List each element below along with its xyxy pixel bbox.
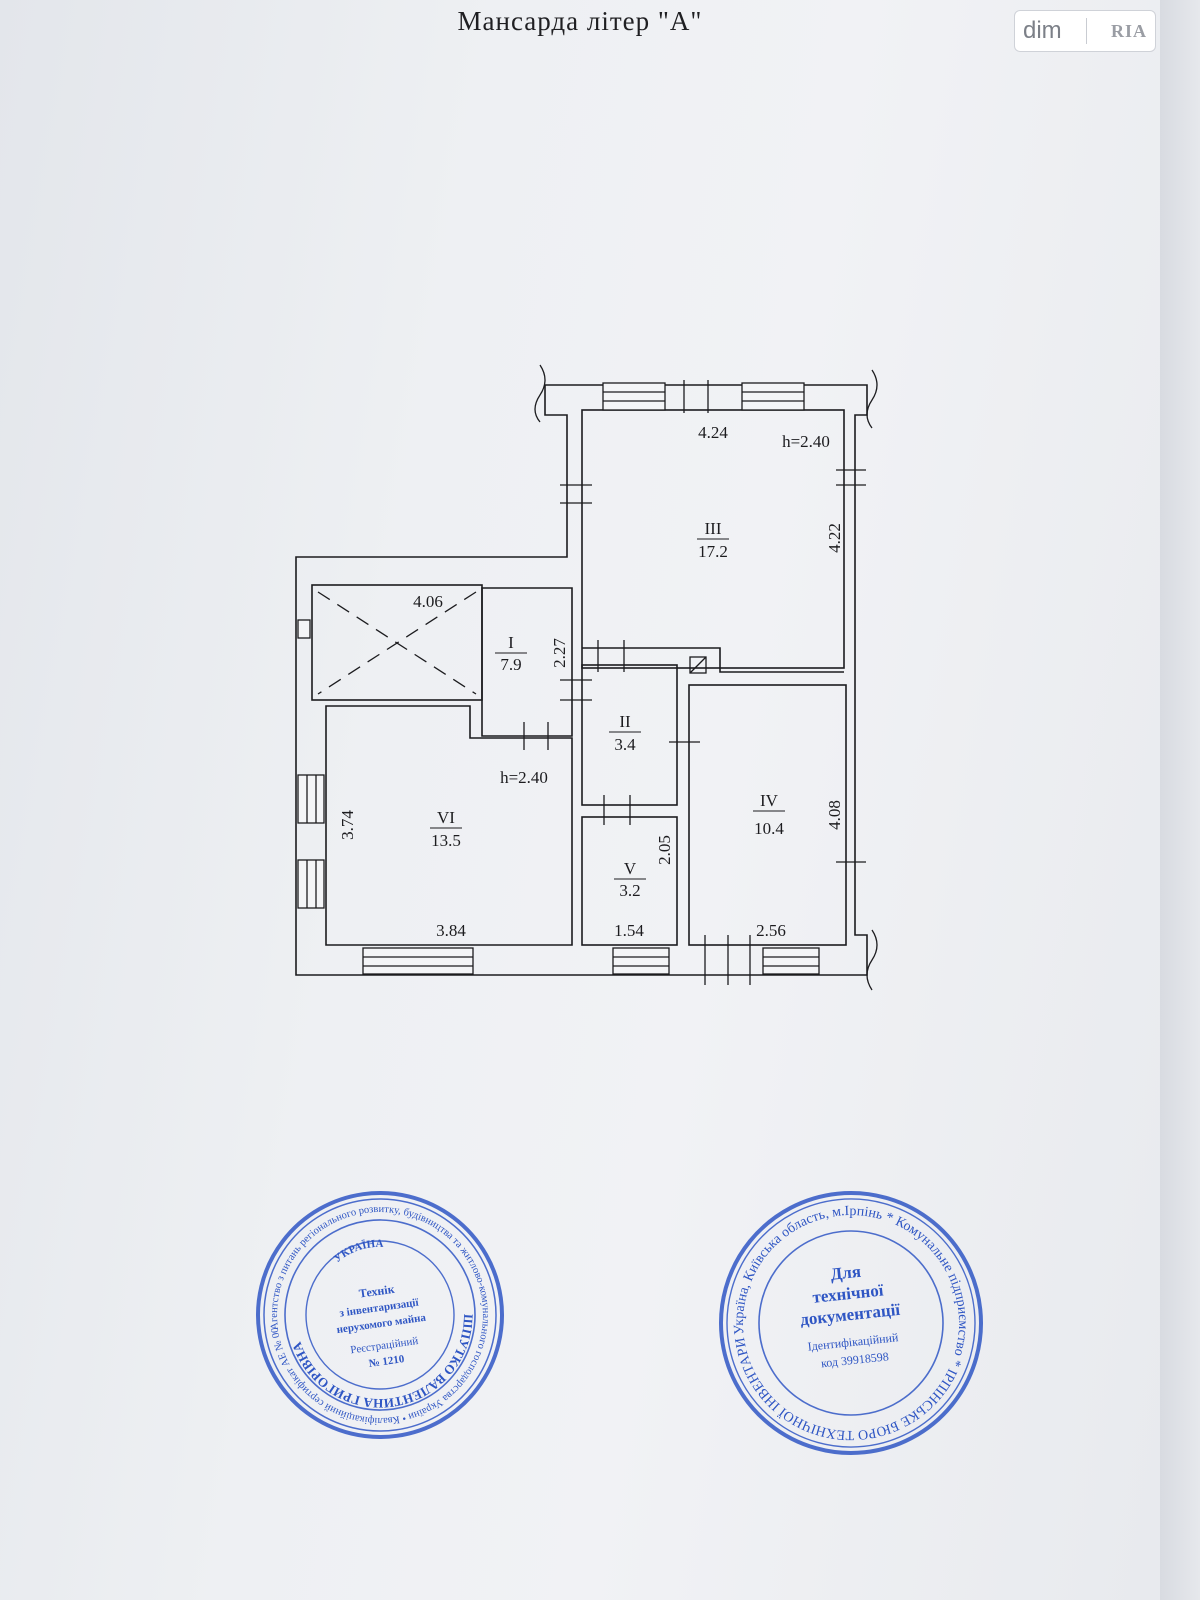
room-iv-outline <box>688 684 847 946</box>
room-iii-number: III <box>705 519 722 538</box>
window-left-upper <box>297 774 325 824</box>
room-labels: III 17.2 I 7.9 II 3.4 IV 10.4 V 3.2 VI 1… <box>430 519 785 900</box>
floor-plan: III 17.2 I 7.9 II 3.4 IV 10.4 V 3.2 VI 1… <box>295 364 878 991</box>
dim-room3-height: h=2.40 <box>782 432 830 451</box>
left-stamp-line1: Технік <box>358 1282 395 1301</box>
window-stair <box>297 619 311 639</box>
dim-stair-width: 4.06 <box>413 592 443 611</box>
window-top-right <box>741 382 805 411</box>
dim-room6-depth: 3.74 <box>338 810 357 840</box>
room-vi-area: 13.5 <box>431 831 461 850</box>
right-stamp-line1: Для <box>830 1262 862 1284</box>
windows <box>297 382 820 975</box>
left-stamp-country: УКРАЇНА <box>330 1236 387 1266</box>
inner-wall-iii <box>582 647 844 673</box>
left-stamp-line4: Реєстраційний <box>350 1335 419 1356</box>
window-bottom-v <box>612 947 670 975</box>
room-ii-area: 3.4 <box>614 735 636 754</box>
left-stamp-line5: № 1210 <box>368 1353 406 1370</box>
dim-room5-depth: 2.05 <box>655 835 674 865</box>
document-sheet <box>0 0 1161 1600</box>
window-top-left <box>602 382 666 411</box>
vent-shaft <box>689 656 707 674</box>
logo-ria-text: RIA <box>1110 20 1147 41</box>
room-iv-area: 10.4 <box>754 819 784 838</box>
break-marks <box>534 364 878 991</box>
logo-dim-text: dim <box>1023 17 1062 44</box>
dimension-labels: 4.24 h=2.40 4.22 4.06 2.27 h=2.40 3.74 3… <box>338 423 844 940</box>
dim-room3-depth: 4.22 <box>825 523 844 553</box>
technician-stamp: Агентство з питань регіонального розвитк… <box>250 1185 505 1444</box>
room-i-area: 7.9 <box>500 655 521 674</box>
room-ii-number: II <box>619 712 631 731</box>
right-stamp-line5: код 39918598 <box>820 1349 889 1370</box>
room-i-number: I <box>508 633 514 652</box>
dim-room3-width: 4.24 <box>698 423 728 442</box>
window-bottom-vi <box>362 947 474 975</box>
room-iii-outline <box>581 409 845 669</box>
door-marks <box>523 380 866 985</box>
room-iv-number: IV <box>760 791 779 810</box>
sheet-edge <box>1160 0 1200 1600</box>
dim-room6-height: h=2.40 <box>500 768 548 787</box>
window-bottom-iv <box>762 947 820 975</box>
room-v-number: V <box>624 859 637 878</box>
dim-room4-depth: 4.08 <box>825 800 844 830</box>
page-title: Мансарда літер "А" <box>457 6 703 36</box>
room-i-outline <box>481 587 573 737</box>
dim-room1-depth: 2.27 <box>550 638 569 668</box>
room-vi-number: VI <box>437 808 455 827</box>
window-left-lower <box>297 859 325 909</box>
room-iii-area: 17.2 <box>698 542 728 561</box>
stair-void-cross <box>317 591 477 695</box>
left-stamp-country-path: УКРАЇНА <box>330 1236 387 1266</box>
dim-room4-width: 2.56 <box>756 921 786 940</box>
logo-divider <box>1085 18 1087 44</box>
bti-stamp: Україна, Київська область, м.Ірпінь * Ко… <box>716 1188 983 1456</box>
room-vi-outline <box>325 705 573 946</box>
dim-room6-width: 3.84 <box>436 921 466 940</box>
room-v-area: 3.2 <box>619 881 640 900</box>
dim-ria-logo: dim RIA <box>1014 10 1156 52</box>
dim-room5-width: 1.54 <box>614 921 644 940</box>
